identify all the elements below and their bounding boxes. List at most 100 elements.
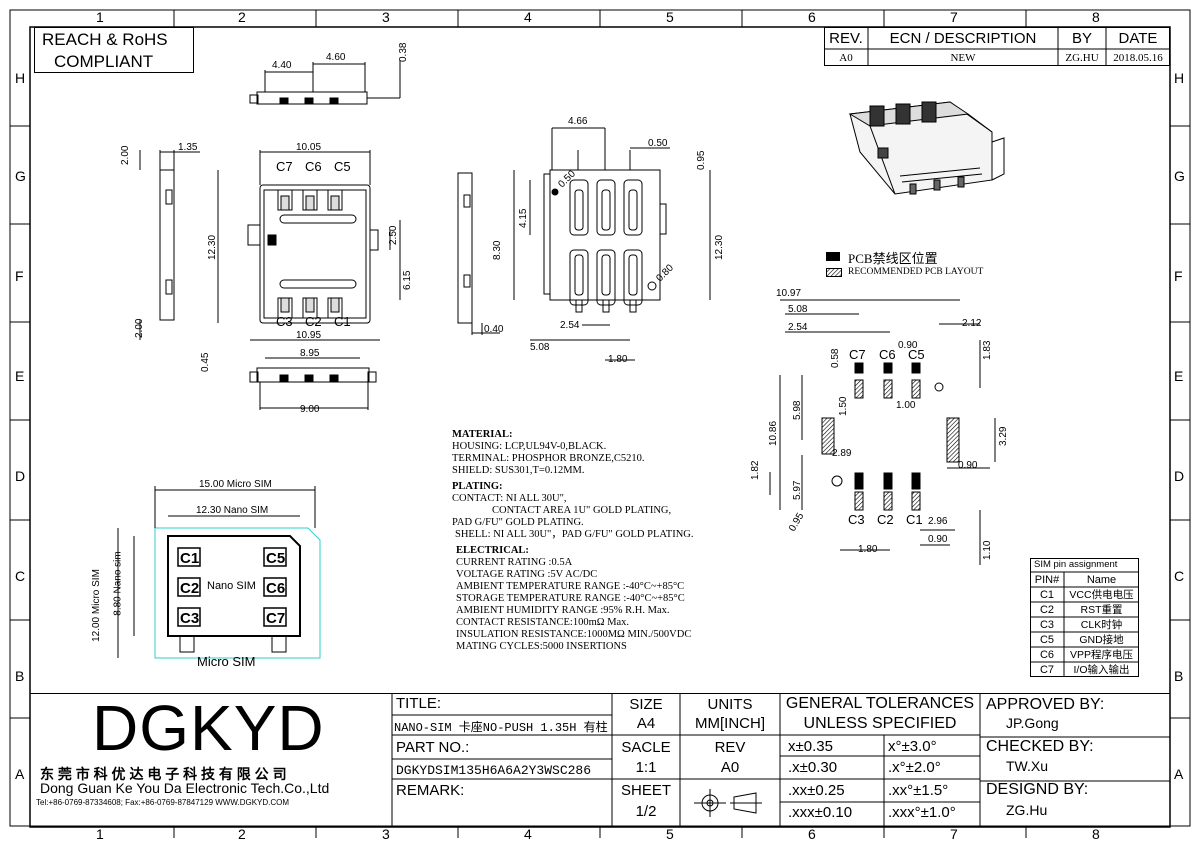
notes-electrical-2: VOLTAGE RATING :5V AC/DC: [456, 569, 598, 580]
sim-pin-c5: C5: [266, 550, 286, 567]
company-logo: DGKYD: [92, 692, 325, 764]
title-block-grid: [30, 693, 1170, 827]
notes-material-3: SHIELD: SUS301,T=0.12MM.: [452, 465, 585, 476]
notes-plating-2: CONTACT AREA 1U" GOLD PLATING,: [492, 505, 672, 516]
svg-text:0.45: 0.45: [200, 352, 211, 372]
svg-text:10.95: 10.95: [296, 330, 321, 341]
frame-col-label-bottom: 2: [238, 826, 246, 842]
company-name-en: Dong Guan Ke You Da Electronic Tech.Co.,…: [40, 780, 330, 796]
svg-text:5.08: 5.08: [788, 304, 808, 315]
pcb-layout-drawing: 10.97 5.08 2.54 2.12 0.58 0.90 1.83 5.98…: [750, 288, 1009, 565]
pin-table-title: SIM pin assignment: [1034, 559, 1118, 570]
units-label: UNITS: [707, 695, 753, 713]
frame-row-label-right: E: [1174, 368, 1184, 384]
frame-row-label-left: E: [15, 368, 25, 384]
rev-header-by: BY: [1071, 29, 1092, 47]
pcb-label-c3: C3: [848, 512, 865, 527]
sim-micro-height: 12.00 Micro SIM: [90, 569, 102, 642]
svg-text:0.50: 0.50: [648, 138, 668, 149]
scale-value: 1:1: [635, 758, 657, 776]
rev-row-date: 2018.05.16: [1113, 51, 1163, 64]
frame-row-label-left: H: [15, 70, 26, 86]
tol-angular-4: .xxx°±1.0°: [888, 804, 956, 821]
svg-text:12.30: 12.30: [714, 235, 725, 260]
frame-row-label-left: F: [15, 268, 24, 284]
svg-text:5.98: 5.98: [792, 400, 803, 420]
frame-col-label-top: 4: [524, 9, 532, 25]
pin-table-row-name: VPP程序电压: [1069, 649, 1133, 661]
frame-col-label-top: 5: [666, 9, 674, 25]
svg-text:4.15: 4.15: [518, 208, 529, 228]
company-name-cn: 东 莞 市 科 优 达 电 子 科 技 有 限 公 司: [40, 766, 287, 782]
pcb-label-c7: C7: [849, 347, 866, 362]
frame-row-label-left: G: [15, 168, 26, 184]
frame-row-label-right: F: [1174, 268, 1183, 284]
svg-text:4.66: 4.66: [568, 116, 588, 127]
sim-pin-c1: C1: [180, 550, 200, 567]
notes-material-1: HOUSING: LCP,UL94V-0,BLACK.: [452, 441, 607, 452]
notes-electrical-7: INSULATION RESISTANCE:1000MΩ MIN./500VDC: [456, 629, 692, 640]
rev-value: A0: [720, 758, 740, 776]
frame-col-label-top: 1: [96, 9, 104, 25]
sheet-value: 1/2: [635, 802, 657, 820]
pin-table-row-pin: C6: [1039, 648, 1055, 661]
part-no-label: PART NO.:: [396, 739, 470, 756]
notes-plating-title: PLATING:: [452, 481, 503, 492]
notes-plating-3: PAD G/FU" GOLD PLATING.: [452, 517, 584, 528]
pcb-legend-solid-swatch: [826, 252, 840, 261]
svg-text:0.95: 0.95: [787, 511, 806, 534]
svg-text:0.90: 0.90: [958, 460, 978, 471]
sim-pin-c7: C7: [266, 610, 286, 627]
checked-value: TW.Xu: [1006, 758, 1049, 774]
top-view-label-c3: C3: [276, 314, 293, 329]
pcb-legend-solid-label: PCB禁线区位置: [848, 251, 938, 266]
pin-table-row-name: CLK时钟: [1080, 619, 1123, 631]
pin-table-row-name: RST重置: [1080, 604, 1123, 616]
tolerance-title-1: GENERAL TOLERANCES: [785, 695, 975, 712]
tol-angular-2: .x°±2.0°: [888, 759, 941, 776]
rev-header-date: DATE: [1118, 29, 1158, 47]
svg-text:5.97: 5.97: [792, 480, 803, 500]
pcb-label-c5: C5: [908, 347, 925, 362]
svg-text:3.29: 3.29: [998, 426, 1009, 446]
notes-material-2: TERMINAL: PHOSPHOR BRONZE,C5210.: [452, 453, 645, 464]
rev-row-by: ZG.HU: [1065, 51, 1099, 64]
svg-text:0.90: 0.90: [898, 340, 918, 351]
contact-view-drawing: 4.66 0.50 0.95 0.50 4.15 8.30 12.30 0.80…: [492, 116, 725, 365]
svg-text:0.90: 0.90: [928, 534, 948, 545]
svg-text:6.15: 6.15: [402, 270, 413, 290]
svg-text:4.40: 4.40: [272, 60, 292, 71]
isometric-connector-view: [848, 101, 1005, 195]
sim-card-outline: [117, 486, 321, 659]
scale-label: SACLE: [621, 738, 671, 756]
top-view-label-c6: C6: [305, 159, 322, 174]
pin-table-row-pin: C7: [1039, 663, 1055, 676]
top-view-label-c7: C7: [276, 159, 293, 174]
pin-table-row-pin: C2: [1039, 603, 1055, 616]
rev-header-desc: ECN / DESCRIPTION: [889, 29, 1037, 47]
frame-col-label-bottom: 8: [1092, 826, 1100, 842]
notes-material-title: MATERIAL:: [452, 429, 513, 440]
svg-text:2.00: 2.00: [134, 318, 145, 338]
tol-linear-3: .xx±0.25: [788, 782, 845, 799]
approved-label: APPROVED BY:: [986, 696, 1105, 713]
svg-text:0.95: 0.95: [696, 150, 707, 170]
svg-text:12.30: 12.30: [207, 235, 218, 260]
notes-electrical-8: MATING CYCLES:5000 INSERTIONS: [456, 641, 627, 652]
tol-linear-2: .x±0.30: [788, 759, 838, 776]
frame-col-label-top: 6: [808, 9, 816, 25]
pin-table-row-pin: C3: [1039, 618, 1055, 631]
notes-electrical-6: CONTACT RESISTANCE:100mΩ Max.: [456, 617, 630, 628]
frame-col-label-bottom: 5: [666, 826, 674, 842]
sheet-label: SHEET: [620, 781, 671, 799]
frame-row-label-right: A: [1174, 766, 1184, 782]
notes-block: MATERIAL: HOUSING: LCP,UL94V-0,BLACK. TE…: [452, 429, 694, 653]
compliance-line2: COMPLIANT: [54, 52, 154, 71]
frame-col-label-top: 2: [238, 9, 246, 25]
svg-text:9.00: 9.00: [300, 404, 320, 415]
remark-label: REMARK:: [396, 782, 465, 799]
frame-col-label-bottom: 4: [524, 826, 532, 842]
svg-text:10.05: 10.05: [296, 142, 321, 153]
compliance-line1: REACH & RoHS: [42, 30, 168, 49]
